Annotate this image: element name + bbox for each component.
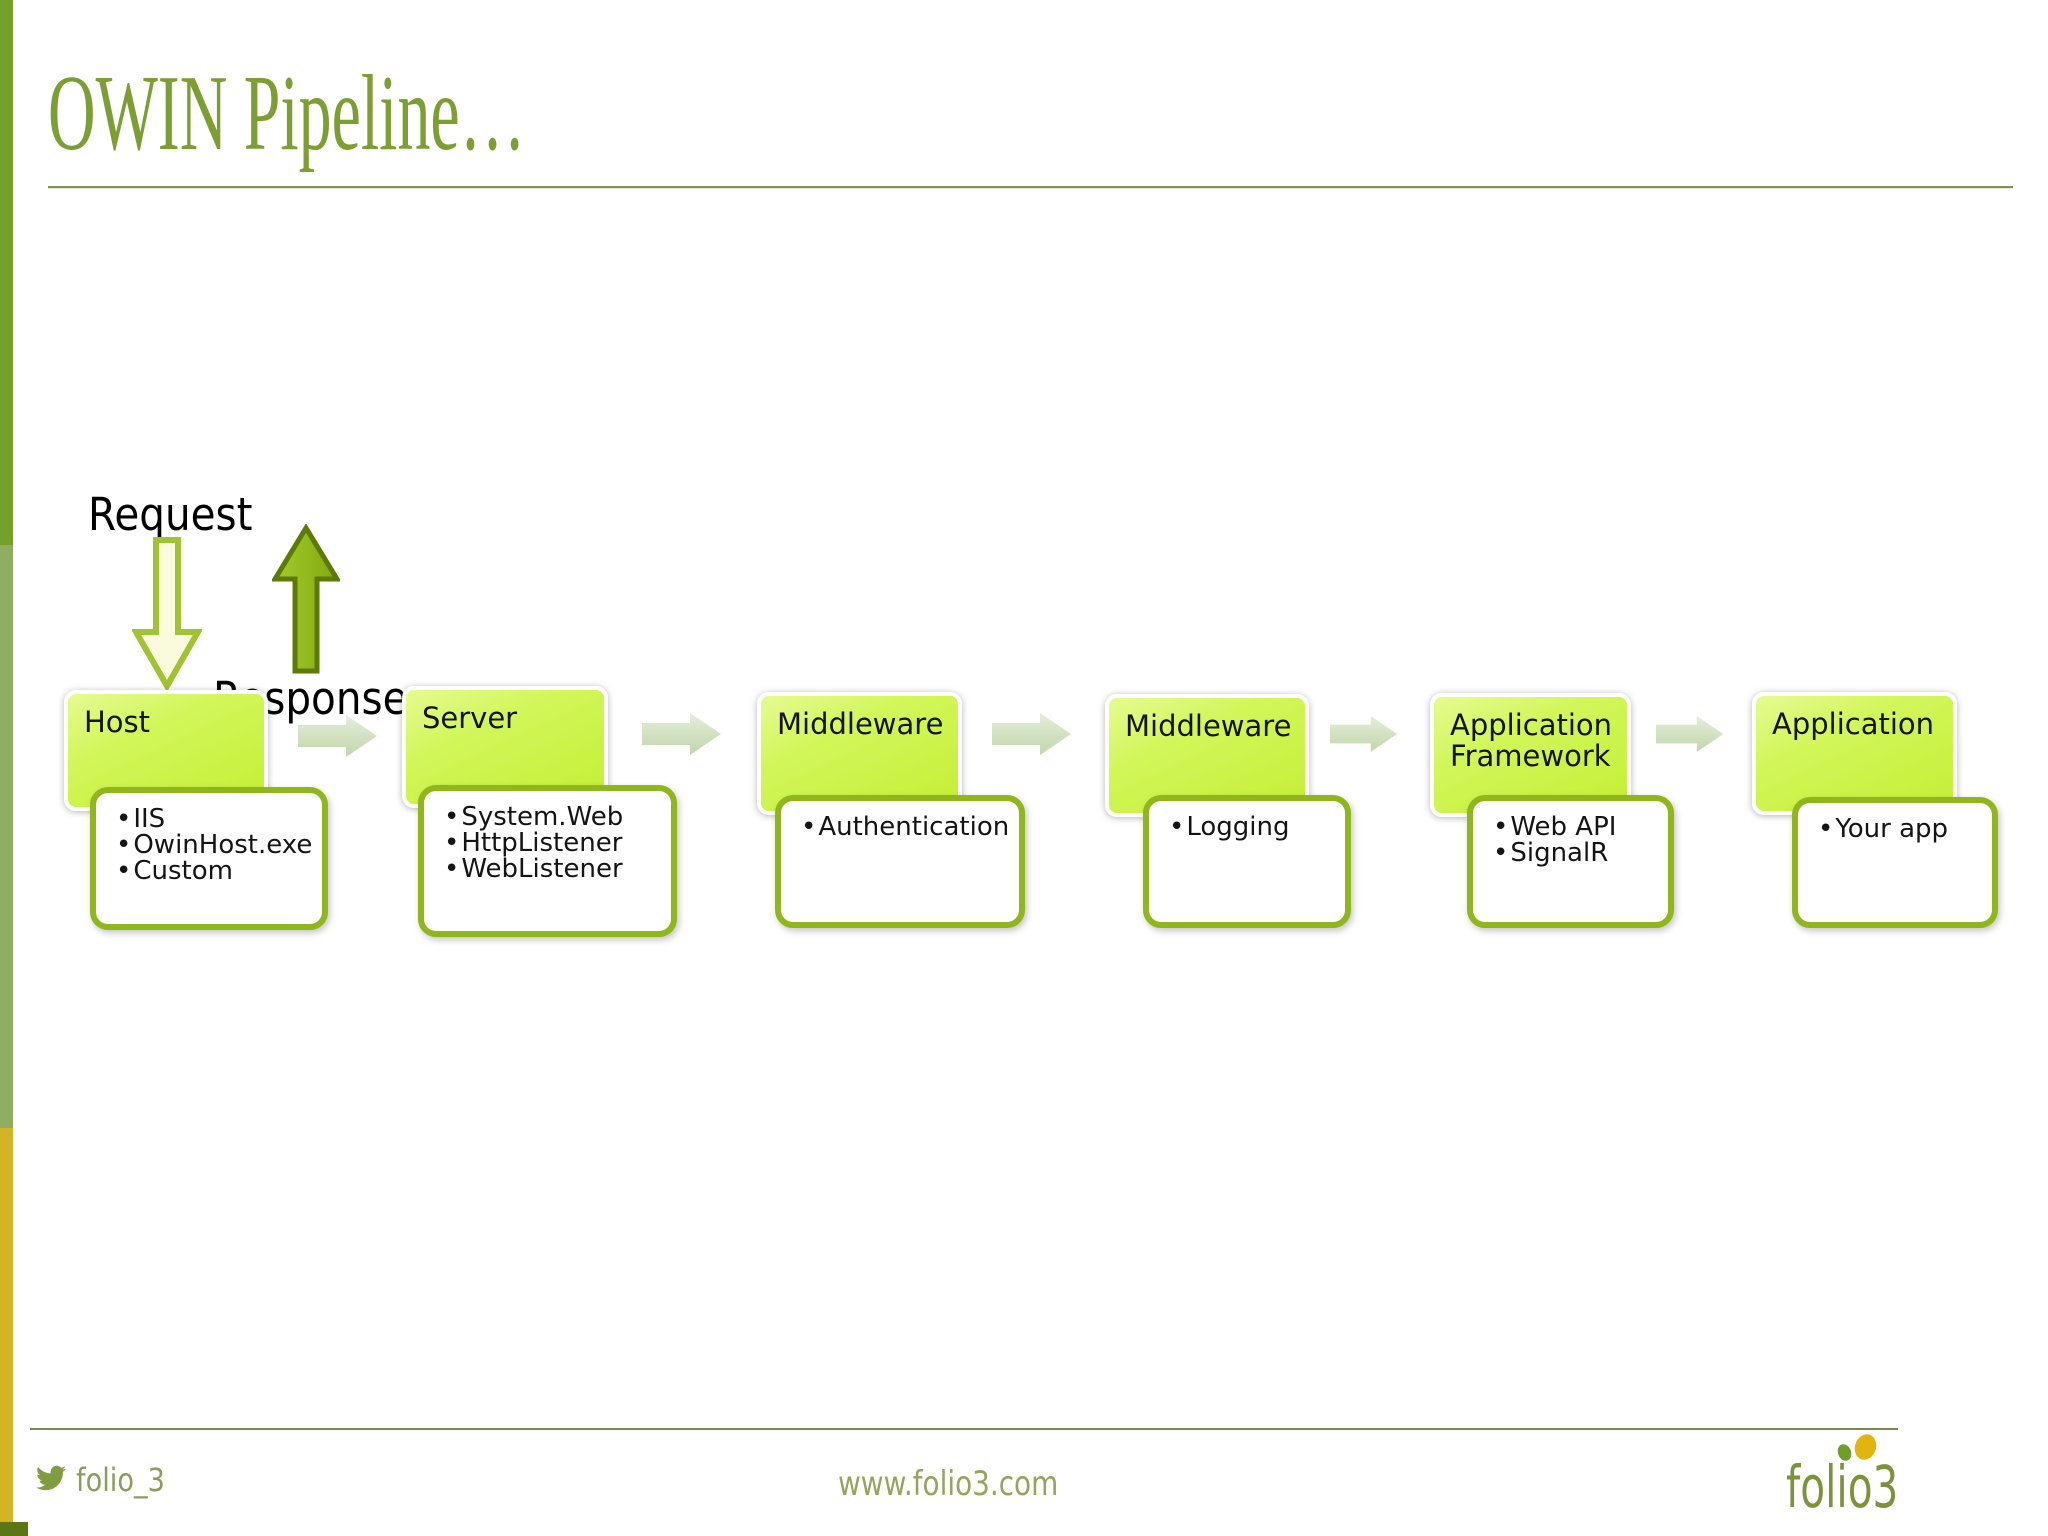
stage-application-details: Your app <box>1792 797 1998 928</box>
stage-host-title: Host <box>84 705 151 739</box>
list-item: SignalR <box>1493 840 1662 866</box>
stage-application-framework-details: Web API SignalR <box>1467 795 1674 928</box>
list-item: Your app <box>1818 816 1986 842</box>
stage-server-title: Server <box>422 701 518 735</box>
response-up-arrow-icon <box>272 524 340 674</box>
twitter-handle: folio_3 <box>76 1461 165 1499</box>
footer-divider <box>30 1428 1898 1430</box>
stage-host-details: IIS OwinHost.exe Custom <box>90 787 328 930</box>
list-item: WebListener <box>444 856 665 882</box>
left-accent-bar-bottom <box>0 1128 13 1536</box>
list-item: Logging <box>1169 814 1339 840</box>
stage-application-title: Application <box>1772 707 1935 741</box>
stage-application-framework-title: Application Framework <box>1450 708 1613 773</box>
stage-application: Application <box>1752 692 1957 815</box>
list-item: Authentication <box>801 814 1013 840</box>
stage-middleware-1-details: Authentication <box>775 795 1025 928</box>
request-label: Request <box>88 488 253 541</box>
list-item: OwinHost.exe <box>116 832 316 858</box>
folio3-logo: folio3 <box>1782 1431 1922 1532</box>
left-accent-bar-middle <box>0 545 13 1128</box>
left-accent-bar-top <box>0 0 13 545</box>
flow-arrow-icon <box>1330 716 1398 752</box>
stage-middleware-2-title: Middleware <box>1125 709 1292 743</box>
request-down-arrow-icon <box>132 537 202 690</box>
folio3-logo-text: folio3 <box>1786 1453 1899 1521</box>
twitter-icon <box>36 1465 66 1491</box>
list-item: Custom <box>116 858 316 884</box>
footer-website: www.folio3.com <box>838 1464 1059 1504</box>
stage-server-details: System.Web HttpListener WebListener <box>418 785 677 937</box>
stage-middleware-2-details: Logging <box>1143 795 1351 928</box>
list-item: IIS <box>116 806 316 832</box>
list-item: Web API <box>1493 814 1662 840</box>
list-item: System.Web <box>444 804 665 830</box>
flow-arrow-icon <box>298 715 377 757</box>
flow-arrow-icon <box>1656 716 1724 752</box>
flow-arrow-icon <box>642 713 721 755</box>
stage-application-framework: Application Framework <box>1430 693 1631 817</box>
list-item: HttpListener <box>444 830 665 856</box>
slide-title: OWIN Pipeline… <box>48 54 526 173</box>
flow-arrow-icon <box>992 713 1071 755</box>
title-divider <box>48 186 2013 189</box>
stage-middleware-1-title: Middleware <box>777 707 944 741</box>
left-accent-bar-corner <box>0 1522 28 1536</box>
